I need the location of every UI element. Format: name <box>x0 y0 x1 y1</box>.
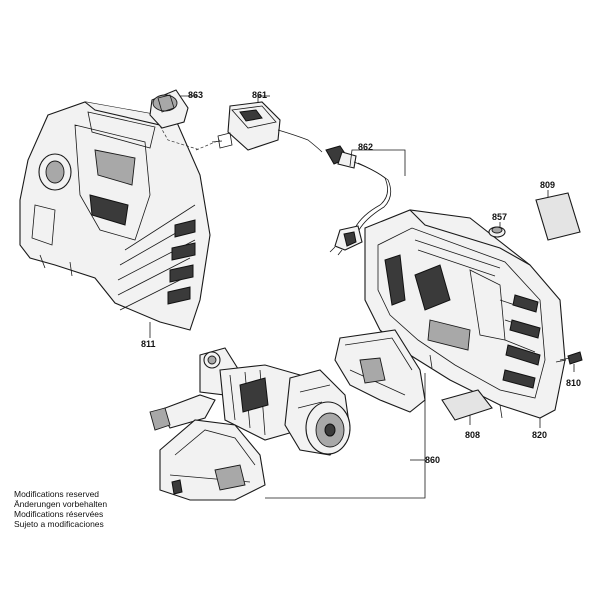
motor-pump-assembly <box>149 347 351 456</box>
part-860-motor-housing <box>159 329 426 501</box>
label-863: 863 <box>188 90 204 100</box>
label-820: 820 <box>532 430 548 440</box>
label-809: 809 <box>540 180 556 190</box>
part-820-rear-housing <box>364 209 566 428</box>
note-french: Modifications réservées <box>14 509 104 519</box>
label-860: 860 <box>425 455 441 465</box>
label-862: 862 <box>358 142 374 152</box>
part-863-knob <box>149 89 201 151</box>
part-857-cap <box>488 222 506 238</box>
note-german: Änderungen vorbehalten <box>14 499 108 509</box>
part-862-cable <box>325 145 406 256</box>
part-861-switch <box>195 95 323 153</box>
label-808: 808 <box>465 430 481 440</box>
part-811-front-cover <box>19 101 211 338</box>
label-810: 810 <box>566 378 582 388</box>
label-811: 811 <box>141 339 156 349</box>
part-808-label <box>441 389 493 425</box>
part-809-label <box>535 190 581 241</box>
part-810-screw <box>555 351 583 372</box>
note-spanish: Sujeto a modificaciones <box>14 519 104 529</box>
label-861: 861 <box>252 90 268 100</box>
label-857: 857 <box>492 212 508 222</box>
note-english: Modifications reserved <box>14 489 100 499</box>
